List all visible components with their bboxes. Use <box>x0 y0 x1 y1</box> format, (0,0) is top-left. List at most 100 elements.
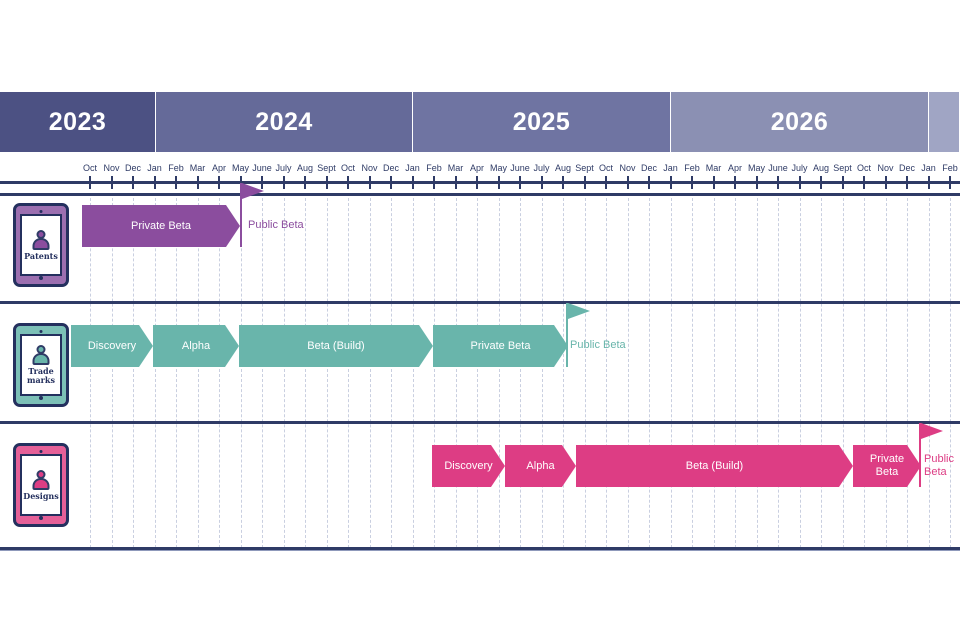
grid-line <box>240 193 242 548</box>
grid-line <box>756 193 758 548</box>
month-label: Oct <box>82 163 98 173</box>
grid-line <box>713 193 715 548</box>
grid-line <box>283 193 285 548</box>
tablet-camera-dot-icon <box>39 450 43 453</box>
axis-tick <box>325 176 328 189</box>
grid-line <box>627 193 629 548</box>
month-label: Jan <box>405 163 420 173</box>
month-label: July <box>791 163 808 173</box>
tablet-home-dot-icon <box>39 516 43 520</box>
axis-tick <box>626 176 629 189</box>
month-label: Nov <box>619 163 636 173</box>
grid-line <box>197 193 199 548</box>
grid-line <box>778 193 779 548</box>
month-label: Apr <box>727 163 743 173</box>
phase-label: Discovery <box>87 339 137 352</box>
phase-bar[interactable]: Beta (Build) <box>239 325 433 367</box>
grid-line <box>305 193 306 548</box>
grid-line <box>498 193 500 548</box>
month-label: Feb <box>168 163 184 173</box>
grid-line <box>412 193 414 548</box>
phase-label: Alpha <box>181 339 211 352</box>
axis-tick <box>411 176 414 189</box>
axis-tick <box>927 176 930 189</box>
milestone-flag-pole <box>240 183 242 247</box>
month-label: Nov <box>103 163 120 173</box>
grid-line <box>154 193 156 548</box>
axis-tick <box>884 176 887 189</box>
month-label: Dec <box>898 163 916 173</box>
tablet-camera-dot-icon <box>39 330 43 333</box>
milestone-flag-icon <box>921 423 943 439</box>
phase-bar[interactable]: Discovery <box>432 445 505 487</box>
axis-tick <box>433 176 435 189</box>
row-separator <box>0 547 960 551</box>
axis-tick <box>497 176 500 189</box>
axis-tick <box>562 176 564 189</box>
grid-line <box>326 193 328 548</box>
grid-line <box>520 193 521 548</box>
month-label: Jan <box>921 163 936 173</box>
milestone-label: Public Beta <box>248 219 304 231</box>
axis-tick <box>798 176 801 189</box>
grid-line <box>219 193 220 548</box>
axis-tick <box>906 176 908 189</box>
axis-tick <box>583 176 586 189</box>
year-cell-2025: 2025 <box>413 92 671 152</box>
phase-bar[interactable]: Discovery <box>71 325 153 367</box>
grid-line <box>907 193 908 548</box>
milestone-flag-icon <box>242 183 264 199</box>
grid-line <box>928 193 930 548</box>
tablet-camera-dot-icon <box>39 210 43 213</box>
grid-line <box>391 193 392 548</box>
phase-label: Private Beta <box>470 339 531 352</box>
phase-bar[interactable]: Private Beta <box>82 205 240 247</box>
month-label: Sept <box>833 163 852 173</box>
row-icon-patents[interactable]: Patents <box>13 203 69 287</box>
month-label: Apr <box>469 163 485 173</box>
tablet-screen: Patents <box>20 214 62 276</box>
grid-line <box>111 193 113 548</box>
person-icon <box>32 469 50 490</box>
phase-bar[interactable]: Private Beta <box>433 325 568 367</box>
year-label: 2024 <box>255 107 313 136</box>
axis-tick <box>755 176 758 189</box>
phase-bar[interactable]: Private Beta <box>853 445 921 487</box>
row-icon-trade-marks[interactable]: Trade marks <box>13 323 69 407</box>
month-label: July <box>533 163 550 173</box>
row-icon-designs[interactable]: Designs <box>13 443 69 527</box>
month-label: Mar <box>705 163 722 173</box>
month-label: Feb <box>426 163 442 173</box>
grid-line <box>90 193 91 548</box>
month-label: Apr <box>211 163 227 173</box>
phase-label: Alpha <box>526 459 555 472</box>
axis-tick <box>949 176 951 189</box>
tablet-home-dot-icon <box>39 396 43 400</box>
axis-line <box>0 181 960 184</box>
grid-line <box>133 193 134 548</box>
phase-label: Private Beta <box>131 219 191 232</box>
tablet-screen: Designs <box>20 454 62 516</box>
phase-label: Beta (Build) <box>685 459 744 472</box>
grid-line <box>950 193 951 548</box>
person-body-icon <box>32 477 50 490</box>
axis-tick <box>132 176 134 189</box>
person-icon <box>32 229 50 250</box>
phase-bar[interactable]: Beta (Build) <box>576 445 853 487</box>
row-separator <box>0 421 960 424</box>
phase-label: Private Beta <box>869 453 905 478</box>
axis-tick <box>841 176 844 189</box>
month-label: Dec <box>124 163 142 173</box>
month-label: May <box>489 163 508 173</box>
phase-bar[interactable]: Alpha <box>505 445 576 487</box>
grid-line <box>455 193 457 548</box>
month-label: June <box>252 163 272 173</box>
phase-bar[interactable]: Alpha <box>153 325 239 367</box>
grid-line <box>606 193 607 548</box>
person-body-icon <box>32 353 50 365</box>
row-separator <box>0 301 960 304</box>
month-label: Nov <box>361 163 378 173</box>
month-label: May <box>231 163 250 173</box>
